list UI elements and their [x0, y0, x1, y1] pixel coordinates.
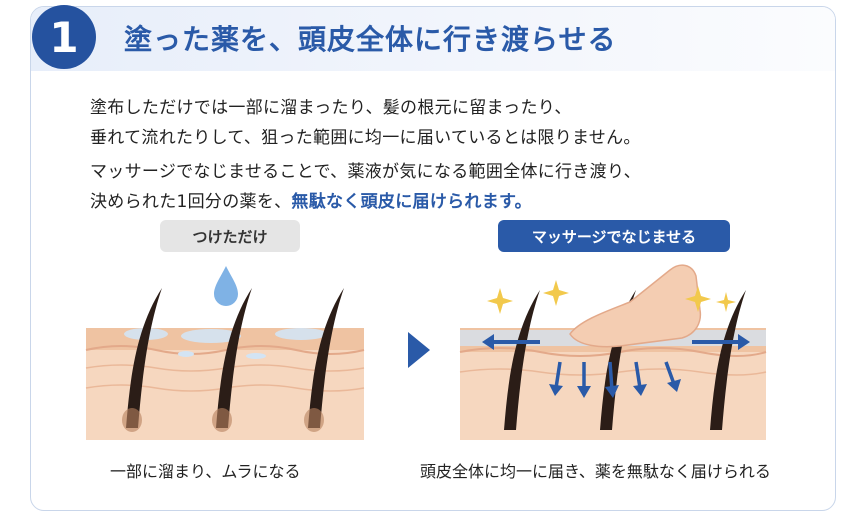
- caption-apply-only: 一部に溜まり、ムラになる: [110, 462, 301, 481]
- scalp-massage-illustration: [459, 264, 767, 440]
- header-band: [31, 7, 835, 71]
- label-massage: マッサージでなじませる: [498, 220, 730, 252]
- body-line-2: 垂れて流れたりして、狙った範囲に均一に届いているとは限りません。: [90, 128, 641, 148]
- droplet-icon: [214, 266, 238, 306]
- scalp-apply-only-illustration: [85, 266, 365, 440]
- body-line-4-highlight: 無駄なく頭皮に届けられます。: [291, 192, 532, 212]
- caption-massage: 頭皮全体に均一に届き、薬を無駄なく届けられる: [420, 462, 771, 481]
- body-line-1: 塗布しただけでは一部に溜まったり、髪の根元に留まったり、: [90, 98, 572, 118]
- section-title: 塗った薬を、頭皮全体に行き渡らせる: [124, 23, 617, 56]
- hand-icon: [569, 264, 702, 348]
- label-apply-only: つけただけ: [160, 220, 300, 252]
- body-line-3: マッサージでなじませることで、薬液が気になる範囲全体に行き渡り、: [90, 162, 641, 182]
- body-line-4: 決められた1回分の薬を、無駄なく頭皮に届けられます。: [90, 187, 532, 212]
- sparkle-icon: [487, 280, 736, 314]
- step-number-badge: 1: [32, 5, 96, 69]
- next-arrow-icon: [408, 332, 430, 368]
- body-line-4-plain: 決められた1回分の薬を、: [90, 192, 292, 212]
